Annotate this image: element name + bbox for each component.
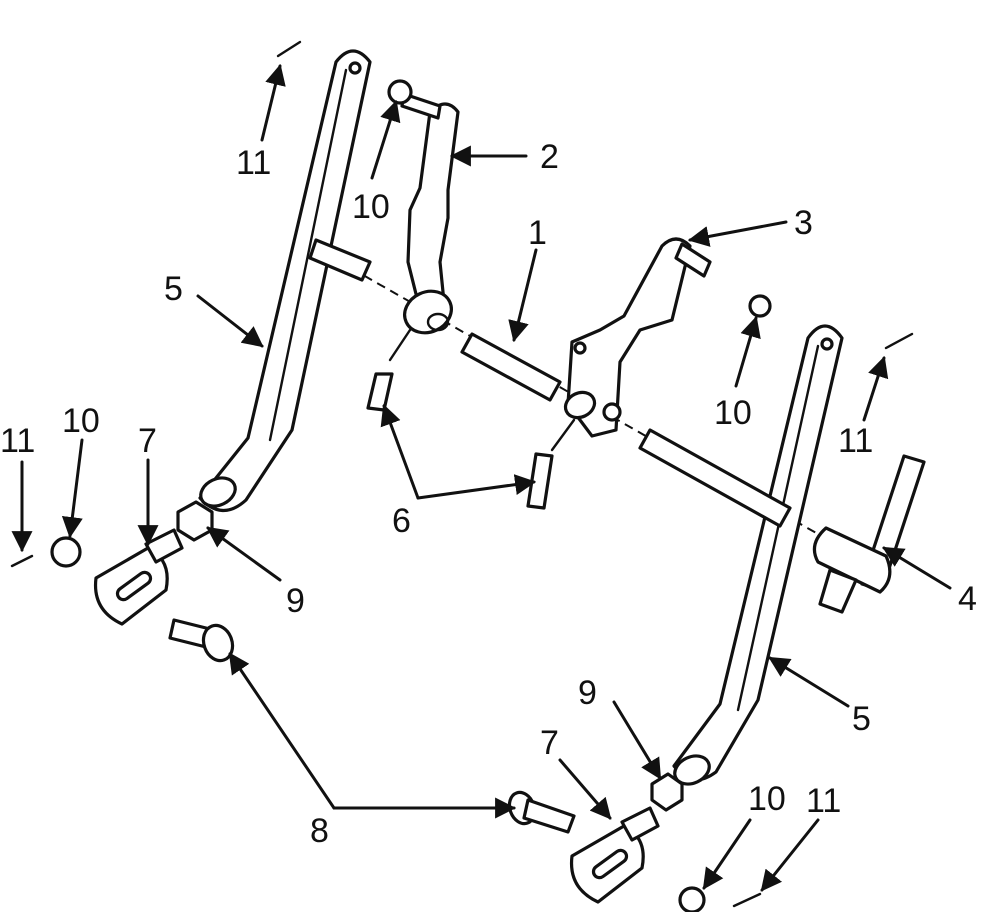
callout-5-left: 5 [164, 270, 183, 308]
callout-5-right: 5 [852, 700, 871, 738]
leader-9-right [612, 700, 662, 780]
leader-11-right [862, 356, 889, 422]
leader-8-left [228, 652, 336, 810]
callout-10-top: 10 [352, 188, 390, 226]
leader-9-left [206, 526, 282, 582]
pin-guide-upper [388, 328, 412, 362]
callout-10-bottom: 10 [748, 780, 786, 818]
clevis-pin-8-left [168, 618, 235, 663]
callout-10-right: 10 [714, 394, 752, 432]
callout-11-right: 11 [838, 422, 873, 460]
callout-8: 8 [310, 812, 329, 850]
callout-9-right: 9 [578, 674, 597, 712]
shaft-main [460, 332, 562, 402]
callout-11-bottom: 11 [806, 782, 841, 820]
callout-2: 2 [540, 138, 559, 176]
cotter-pin-11-top [276, 40, 302, 58]
pin-guide-lower [550, 418, 576, 452]
leader-4 [882, 546, 952, 590]
leader-10-right [734, 315, 761, 388]
leader-6-lower [416, 474, 537, 500]
callout-11-left: 11 [0, 422, 35, 460]
callout-7-left: 7 [138, 422, 157, 460]
cotter-pin-11-right [884, 332, 914, 350]
pivot-block-4 [812, 454, 926, 614]
callout-3: 3 [794, 204, 813, 242]
washer-10-top [387, 79, 413, 105]
lever-arm-left [198, 49, 372, 513]
clevis-7-right [569, 806, 660, 904]
callout-7-right: 7 [540, 724, 559, 762]
cotter-pin-11-left [10, 554, 34, 568]
nut-9-right [650, 772, 684, 812]
washer-10-right [748, 294, 772, 318]
shaft-upper-stub [308, 238, 372, 282]
bell-crank-3 [563, 237, 712, 438]
clevis-7-left [93, 528, 184, 626]
callout-1: 1 [528, 214, 547, 252]
shaft-lower-right [638, 428, 792, 528]
bell-crank-2 [400, 92, 460, 335]
leader-7-right [558, 758, 612, 820]
leader-5-right [768, 656, 850, 708]
nut-9-left [176, 500, 214, 542]
leader-11-top [260, 63, 286, 142]
callout-4: 4 [958, 580, 977, 618]
leader-10-top [370, 99, 401, 180]
washer-10-left [50, 536, 82, 568]
leader-5-left [196, 294, 264, 348]
leader-10-bottom [702, 818, 752, 890]
leader-1 [508, 248, 538, 343]
washer-10-bottom [678, 886, 706, 912]
cotter-pin-11-bottom [732, 892, 762, 908]
clevis-pin-8-right [507, 790, 576, 834]
leader-6-upper [380, 404, 420, 500]
callout-6: 6 [392, 502, 411, 540]
callout-10-left: 10 [62, 402, 100, 440]
roll-pin-upper [366, 372, 394, 412]
callout-9-left: 9 [286, 582, 305, 620]
leader-3 [687, 220, 788, 247]
leader-11-bottom [760, 818, 820, 892]
leader-10-left [61, 438, 84, 539]
callout-11-top: 11 [236, 144, 271, 182]
